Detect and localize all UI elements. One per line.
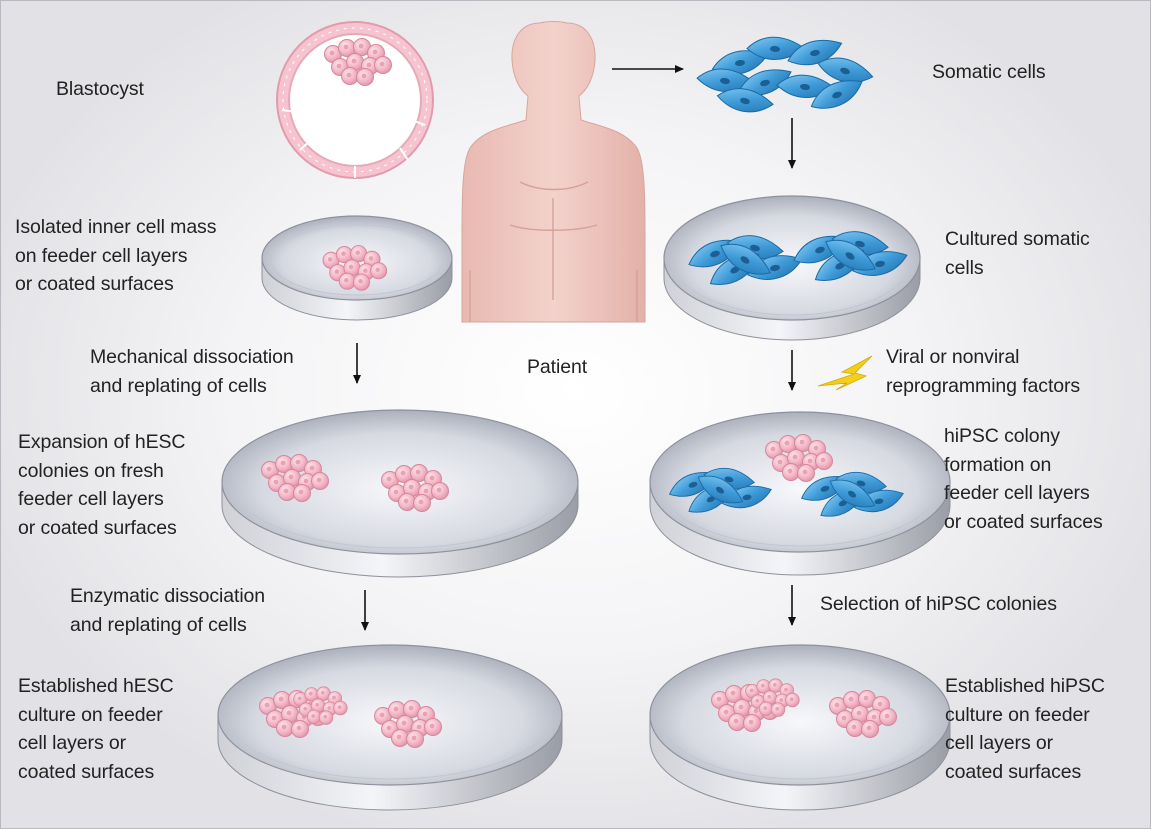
dish-inner-cell-mass <box>262 216 452 320</box>
label-enzymatic-dissociation: Enzymatic dissociation and replating of … <box>70 582 265 639</box>
label-mechanical-dissociation: Mechanical dissociation and replating of… <box>90 343 294 400</box>
label-blastocyst: Blastocyst <box>56 75 144 104</box>
label-selection-hipsc: Selection of hiPSC colonies <box>820 590 1057 619</box>
dish-established-hesc <box>218 645 562 810</box>
label-cultured-somatic: Cultured somatic cells <box>945 225 1090 282</box>
label-isolated-icm: Isolated inner cell mass on feeder cell … <box>15 213 216 299</box>
label-somatic-cells: Somatic cells <box>932 58 1046 87</box>
label-expansion-hesc: Expansion of hESC colonies on fresh feed… <box>18 428 185 542</box>
dish-expansion-hesc <box>222 410 578 577</box>
label-hipsc-colony-formation: hiPSC colony formation on feeder cell la… <box>944 422 1103 536</box>
label-reprogramming-factors: Viral or nonviral reprogramming factors <box>886 343 1080 400</box>
label-patient: Patient <box>527 353 587 382</box>
dish-established-hipsc <box>650 645 950 810</box>
dish-cultured-somatic <box>664 196 920 340</box>
label-established-hesc: Established hESC culture on feeder cell … <box>18 672 174 786</box>
patient-illustration <box>462 22 645 323</box>
somatic-cells-illustration <box>696 35 876 119</box>
blastocyst-illustration <box>277 22 433 178</box>
lightning-icon <box>818 356 872 390</box>
label-established-hipsc: Established hiPSC culture on feeder cell… <box>945 672 1105 786</box>
dish-hipsc-formation <box>650 412 950 575</box>
